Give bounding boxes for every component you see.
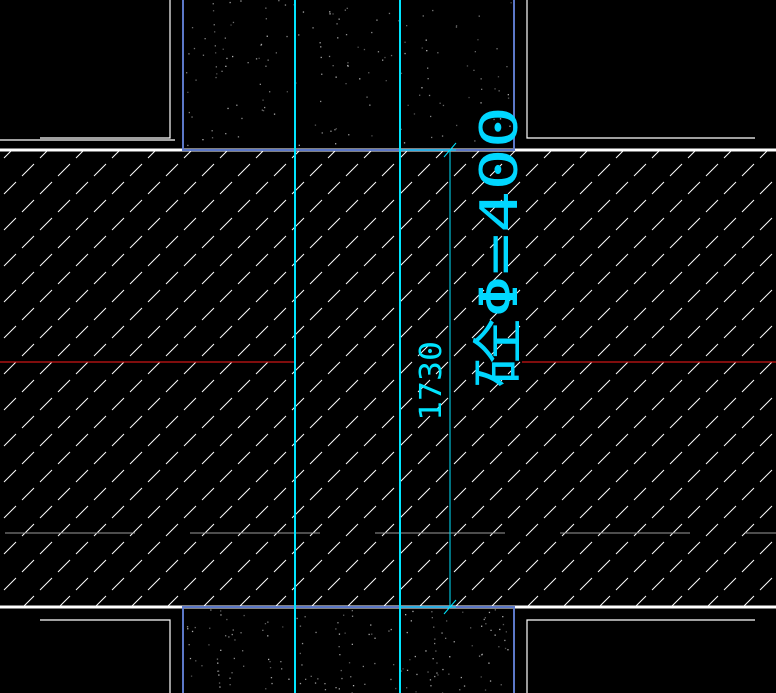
- wall-bottom-left-inner: [40, 619, 171, 693]
- dimension-arrow-icon: [443, 599, 457, 615]
- wall-top-right-inner: [526, 0, 755, 139]
- road-hatch-area: [0, 151, 776, 606]
- dimension-arrow-icon: [443, 142, 457, 158]
- wall-top-left-inner: [40, 0, 171, 139]
- channel-top: [182, 0, 515, 151]
- dimension-line[interactable]: [400, 142, 457, 615]
- wall-bottom-right-inner: [526, 619, 755, 693]
- channel-speckle: [186, 0, 512, 693]
- wall-outlines: [0, 0, 755, 693]
- dimension-label: 1730: [414, 341, 449, 421]
- channel-bottom: [182, 606, 515, 693]
- channel-outlines: [182, 0, 515, 693]
- pipe-spec-label: 砼Φ=400: [470, 106, 530, 388]
